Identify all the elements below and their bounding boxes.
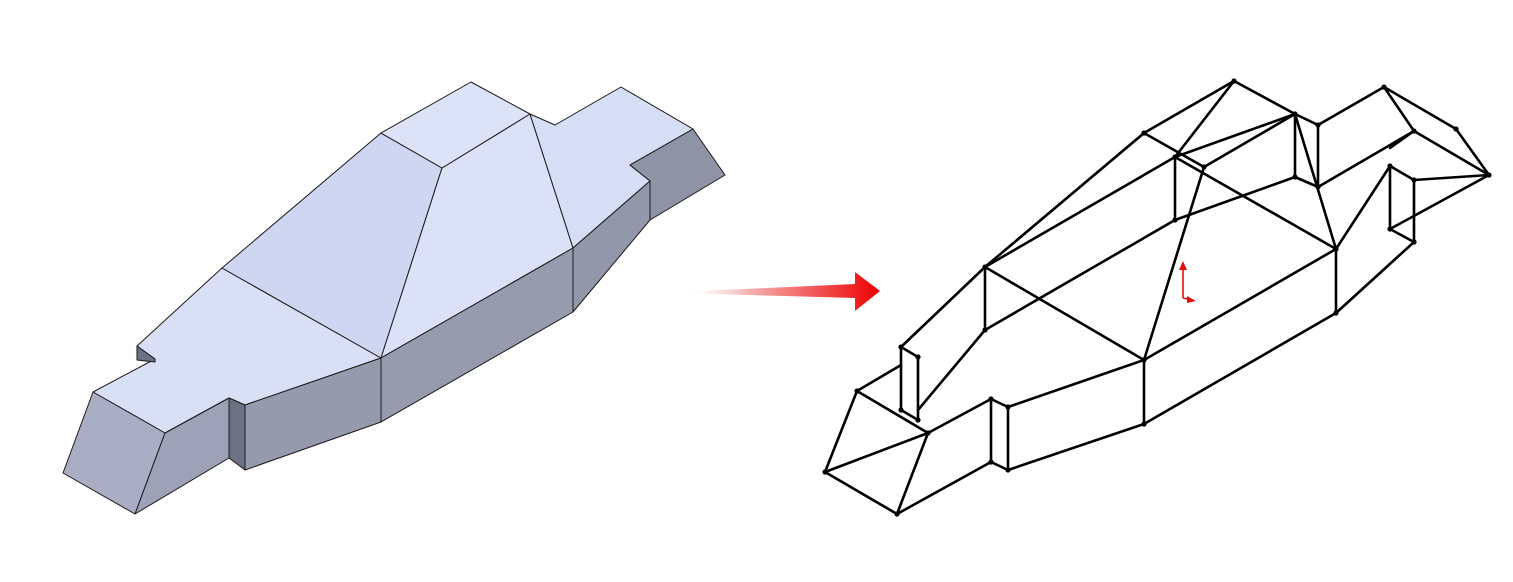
wire-edge	[899, 345, 920, 422]
wire-edge	[1412, 173, 1491, 182]
wire-edge	[1316, 129, 1416, 189]
wire-edge	[1388, 173, 1491, 231]
wire-edge	[1382, 85, 1416, 133]
wire-edge	[1006, 358, 1146, 409]
wire-edge	[983, 218, 1177, 332]
wire-vertex	[982, 264, 988, 270]
wire-vertex	[915, 417, 921, 423]
wire-edge	[983, 265, 1146, 362]
wire-edge	[1142, 311, 1338, 426]
wire-edge	[1232, 79, 1297, 116]
wire-edge	[1293, 175, 1320, 189]
wire-vertex	[1411, 177, 1417, 183]
wire-vertex	[898, 407, 904, 413]
wire-vertex	[925, 430, 931, 436]
wire-vertex	[1172, 217, 1178, 223]
wire-edge	[1202, 112, 1297, 169]
wire-vertex	[1387, 163, 1393, 169]
wire-edge	[1454, 127, 1491, 177]
wire-edge	[1334, 164, 1392, 251]
wire-vertex	[982, 327, 988, 333]
wire-vertex	[1315, 184, 1321, 190]
solid-side-face-notch-rear	[136, 345, 156, 363]
wire-vertex	[1201, 164, 1207, 170]
wire-vertex	[1292, 111, 1298, 117]
wire-vertex	[1411, 239, 1417, 245]
wire-edge	[916, 328, 987, 412]
wire-edge	[895, 460, 993, 516]
wire-edge	[989, 397, 1010, 472]
wire-vertex	[1231, 78, 1237, 84]
wire-edge	[1173, 79, 1236, 159]
wire-vertex	[1387, 226, 1393, 232]
wire-edge	[1173, 112, 1297, 159]
wire-edge	[1334, 240, 1416, 315]
wire-vertex	[1141, 130, 1147, 136]
wire-edge	[1388, 129, 1416, 150]
wire-vertex	[894, 511, 900, 517]
wire-edge	[855, 363, 903, 393]
wire-vertex	[1453, 126, 1459, 132]
wire-edge	[1316, 85, 1386, 127]
wire-edge	[1412, 129, 1491, 177]
wire-vertex	[1333, 310, 1339, 316]
wire-vertex	[1141, 357, 1147, 363]
wire-vertex	[1292, 174, 1298, 180]
wire-vertex	[1141, 421, 1147, 427]
solid-side-face-notch	[228, 397, 246, 471]
wire-edge	[1388, 164, 1416, 244]
wire-edge	[823, 431, 930, 474]
wire-edge	[926, 397, 993, 435]
wire-edge	[899, 265, 987, 349]
wire-vertex	[1381, 84, 1387, 90]
wire-edge	[1142, 247, 1338, 362]
wire-edge	[983, 131, 1146, 269]
wire-vertex	[1333, 246, 1339, 252]
solid-side-face-tail	[629, 128, 726, 221]
wire-vertex	[1005, 404, 1011, 410]
wire-edge	[1293, 112, 1338, 251]
wire-edge	[1006, 422, 1146, 472]
wireframe-car-model	[823, 79, 1491, 516]
axis-triad-icon	[1179, 261, 1196, 303]
right-arrow-gradient-icon	[678, 272, 880, 311]
wire-edge	[983, 155, 1177, 269]
wire-edge	[1142, 131, 1206, 169]
wire-vertex	[988, 459, 994, 465]
wire-vertex	[915, 354, 921, 360]
wire-vertex	[1172, 154, 1178, 160]
wire-vertex	[1411, 128, 1417, 134]
wire-edge	[1142, 165, 1206, 362]
wire-vertex	[1486, 172, 1492, 178]
wire-vertex	[988, 396, 994, 402]
wire-edge	[1293, 112, 1320, 127]
wire-vertex	[854, 388, 860, 394]
wire-vertex	[822, 469, 828, 475]
wire-vertex	[1005, 467, 1011, 473]
wire-vertex	[898, 344, 904, 350]
solid-car-model	[62, 81, 726, 515]
wire-edge	[1173, 175, 1297, 222]
wire-edge	[1142, 79, 1236, 135]
wire-edge	[1382, 85, 1458, 131]
wire-edge	[1173, 155, 1338, 251]
wireframe-vertices	[822, 78, 1492, 517]
wire-vertex	[1315, 122, 1321, 128]
